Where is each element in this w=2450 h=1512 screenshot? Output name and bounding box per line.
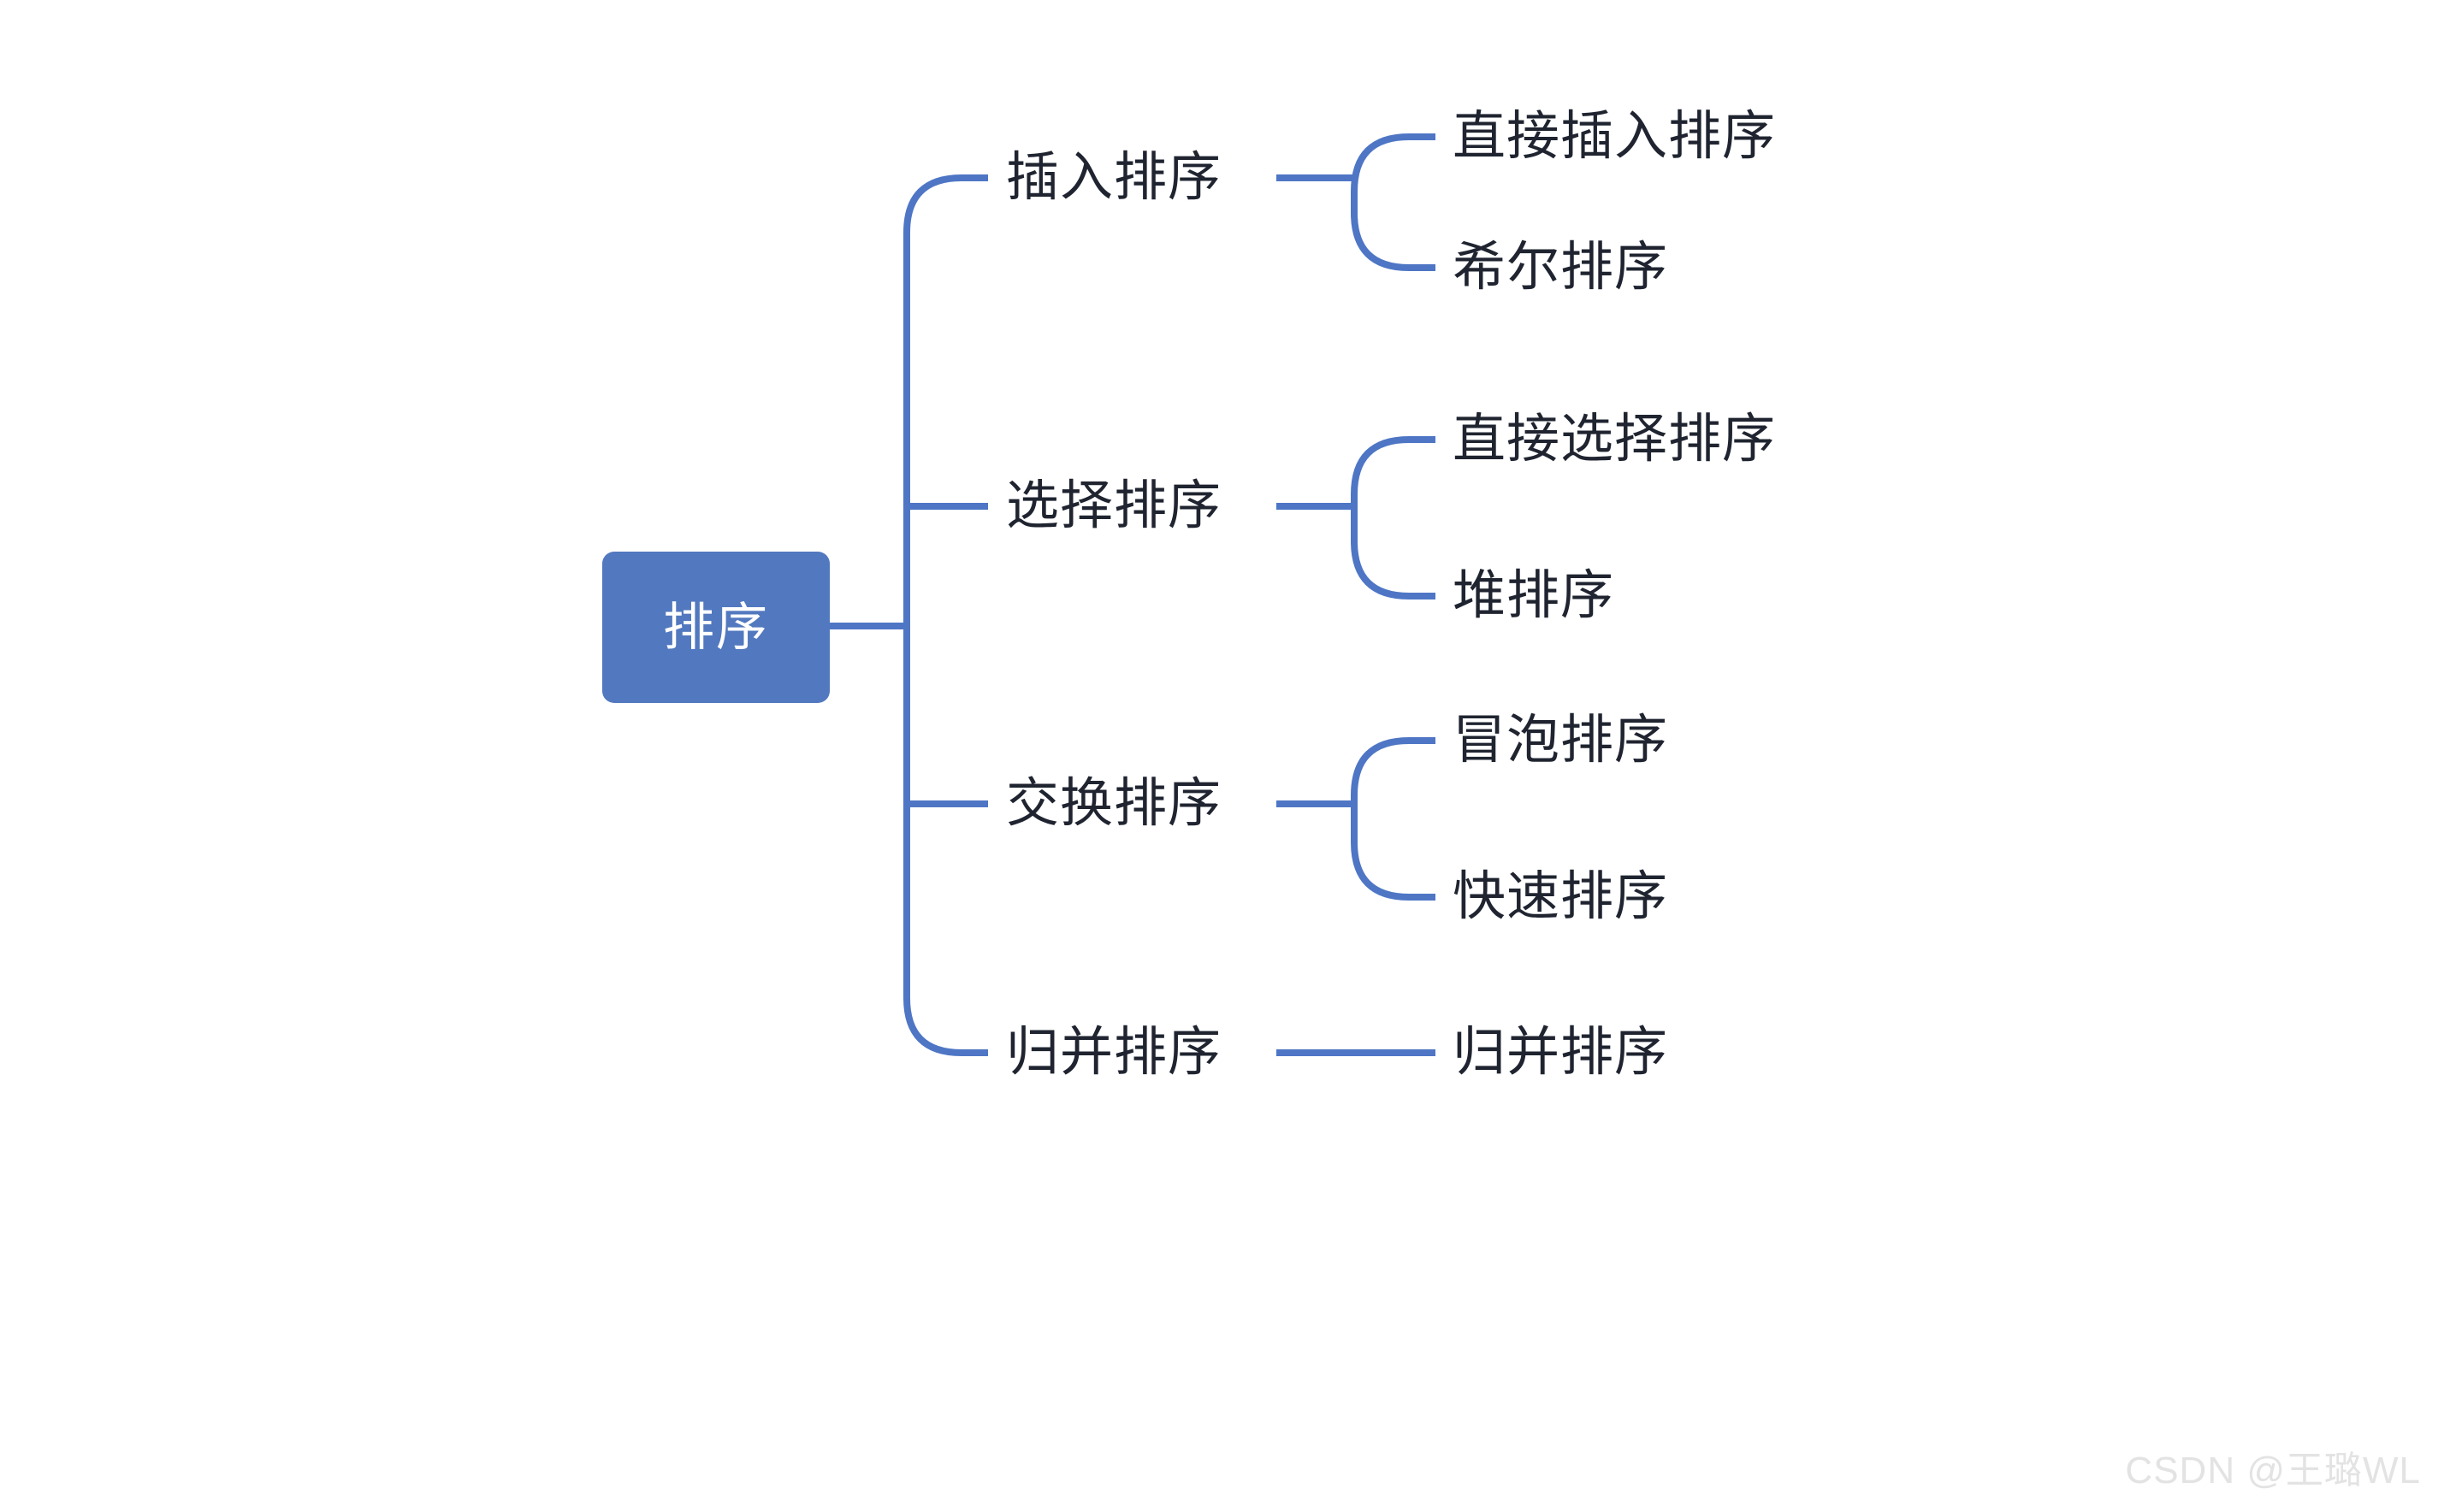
leaf-node-merge-sort[interactable]: 归并排序: [1453, 1026, 1668, 1079]
csdn-watermark: CSDN @王璐WL: [2125, 1450, 2421, 1491]
leaf-node-label: 直接插入排序: [1453, 107, 1777, 166]
branch-node-merge-sort[interactable]: 归并排序: [1006, 1026, 1222, 1079]
edge-sub-spine-3: [1351, 737, 1410, 901]
branch-node-label: 交换排序: [1006, 774, 1222, 833]
leaf-node-label: 希尔排序: [1453, 238, 1669, 297]
leaf-node-label: 快速排序: [1453, 867, 1669, 926]
leaf-node-direct-selection-sort[interactable]: 直接选择排序: [1453, 413, 1776, 466]
branch-node-label: 插入排序: [1006, 148, 1222, 207]
edge-trunk-spine: [903, 174, 962, 1056]
root-node[interactable]: 排序: [602, 552, 830, 703]
leaf-node-label: 归并排序: [1453, 1023, 1669, 1082]
leaf-node-heap-sort[interactable]: 堆排序: [1453, 570, 1614, 623]
edge-sub-spine-1: [1351, 133, 1410, 271]
leaf-node-label: 直接选择排序: [1453, 410, 1777, 469]
leaf-node-label: 冒泡排序: [1453, 711, 1669, 770]
leaf-node-shell-sort[interactable]: 希尔排序: [1453, 241, 1668, 294]
leaf-node-direct-insertion-sort[interactable]: 直接插入排序: [1453, 110, 1776, 163]
branch-node-exchange-sort[interactable]: 交换排序: [1006, 777, 1222, 830]
branch-node-selection-sort[interactable]: 选择排序: [1006, 480, 1222, 533]
leaf-node-quick-sort[interactable]: 快速排序: [1453, 871, 1668, 924]
branch-node-label: 归并排序: [1006, 1023, 1222, 1082]
edge-sub-spine-2: [1351, 436, 1410, 599]
leaf-node-bubble-sort[interactable]: 冒泡排序: [1453, 714, 1668, 767]
root-node-label: 排序: [663, 598, 769, 656]
branch-node-label: 选择排序: [1006, 476, 1222, 535]
branch-node-insertion-sort[interactable]: 插入排序: [1006, 151, 1222, 204]
leaf-node-label: 堆排序: [1453, 566, 1615, 625]
